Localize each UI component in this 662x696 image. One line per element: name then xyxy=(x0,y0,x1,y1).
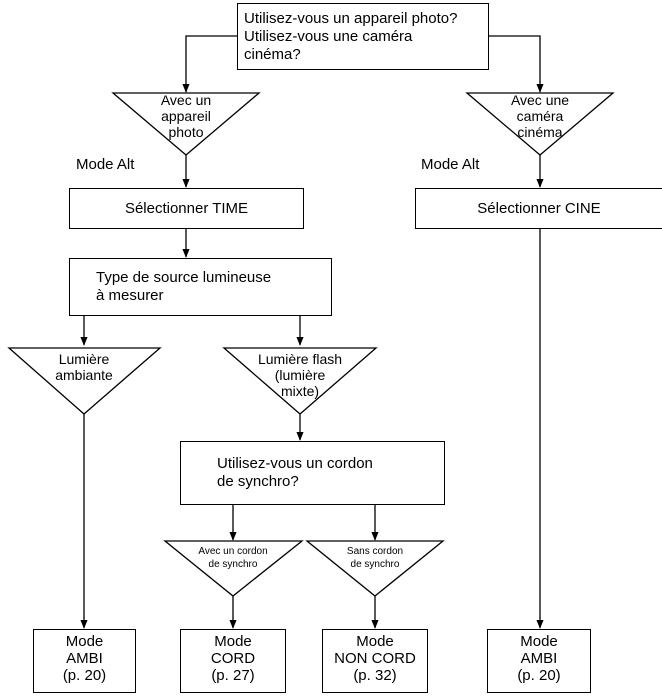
source-type-text: Type de source lumineuse à mesurer xyxy=(96,269,272,304)
ambient-label: Lumière ambiante xyxy=(55,351,113,383)
question-text: Utilisez-vous un appareil photo? Utilise… xyxy=(244,9,458,63)
end-noncord: Mode NON CORD (p. 32) xyxy=(322,629,428,693)
select-cine-text: Sélectionner CINE xyxy=(477,199,601,217)
source-type-box: Type de source lumineuse à mesurer xyxy=(69,258,332,316)
mode-alt-left: Mode Alt xyxy=(76,156,135,173)
mode-alt-right: Mode Alt xyxy=(421,156,480,173)
triangle-cine xyxy=(465,92,615,156)
triangle-flash xyxy=(222,347,378,415)
triangle-with-cord xyxy=(163,540,304,597)
select-time-text: Sélectionner TIME xyxy=(124,199,249,217)
end-cord: Mode CORD (p. 27) xyxy=(180,629,286,693)
triangle-photo xyxy=(111,92,261,156)
branch-cine-label: Avec une caméra cinéma xyxy=(510,92,570,140)
sync-question-text: Utilisez-vous un cordon de synchro? xyxy=(217,455,373,490)
with-cord-label: Avec un cordon de synchro xyxy=(198,546,268,570)
triangle-ambient xyxy=(7,347,162,415)
select-cine-box: Sélectionner CINE xyxy=(415,188,662,229)
triangle-no-cord xyxy=(305,540,445,597)
end-ambi-right: Mode AMBI (p. 20) xyxy=(487,629,591,693)
select-time-box: Sélectionner TIME xyxy=(69,188,304,229)
flash-label: Lumière flash (lumière mixte) xyxy=(257,351,343,399)
branch-photo-label: Avec un appareil photo xyxy=(160,92,212,140)
sync-question-box: Utilisez-vous un cordon de synchro? xyxy=(180,441,445,505)
question-box: Utilisez-vous un appareil photo? Utilise… xyxy=(237,3,489,70)
no-cord-label: Sans cordon de synchro xyxy=(346,546,404,570)
end-ambi-left: Mode AMBI (p. 20) xyxy=(33,629,136,693)
